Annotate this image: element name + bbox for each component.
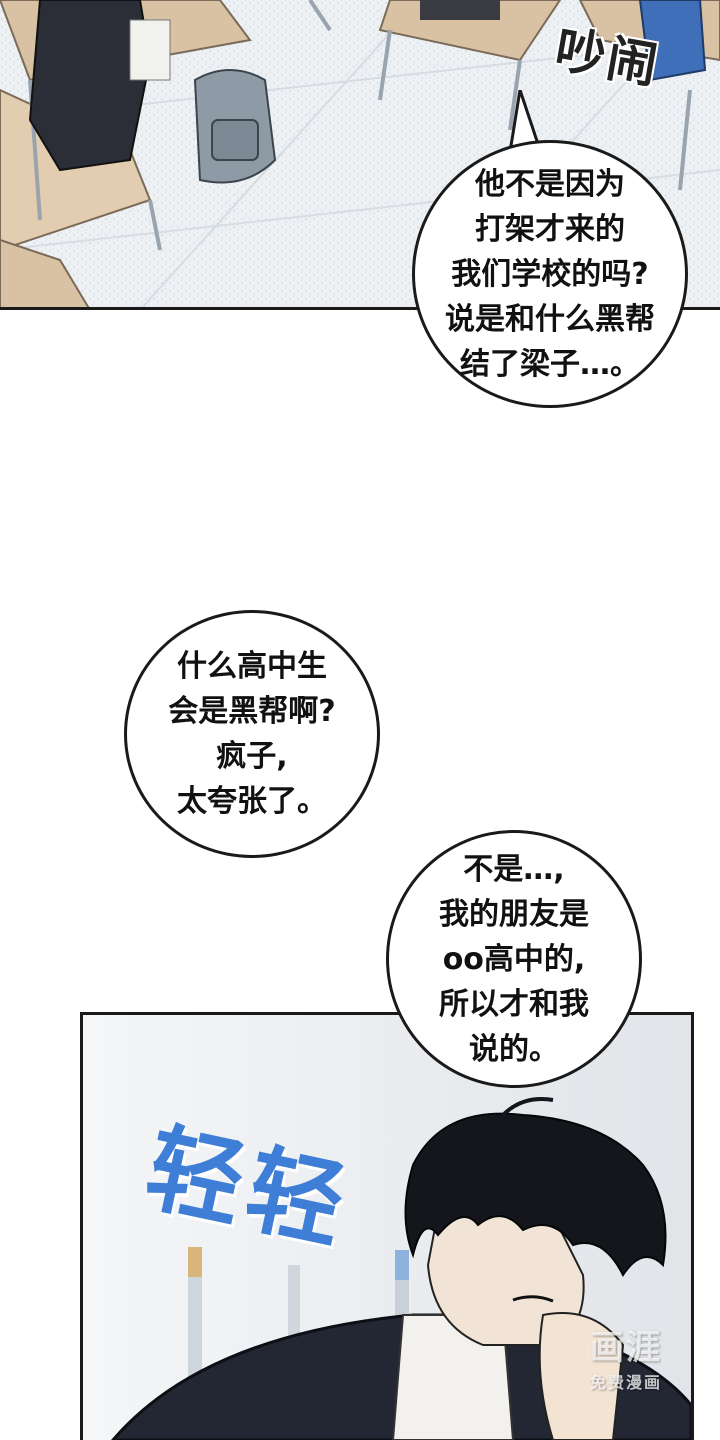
backpack <box>193 69 277 184</box>
character-panel <box>80 1012 694 1440</box>
desk-right <box>578 0 720 191</box>
watermark-logo: 画涯 免费漫画 <box>566 1320 686 1393</box>
speech-bubble-3: 不是…, 我的朋友是 oo高中的, 所以才和我 说的。 <box>386 830 642 1088</box>
desk-left <box>0 0 252 252</box>
dialogue-3: 不是…, 我的朋友是 oo高中的, 所以才和我 说的。 <box>439 851 589 1067</box>
desk-middle <box>308 0 562 131</box>
dialogue-2: 什么高中生 会是黑帮啊? 疯子, 太夸张了。 <box>168 649 336 819</box>
character-illustration <box>83 1015 691 1440</box>
dialogue-1: 他不是因为 打架才来的 我们学校的吗? 说是和什么黑帮 结了梁子…。 <box>445 166 655 382</box>
speech-bubble-2: 什么高中生 会是黑帮啊? 疯子, 太夸张了。 <box>124 610 380 858</box>
watermark-main-text: 画涯 <box>590 1328 662 1368</box>
speech-bubble-1: 他不是因为 打架才来的 我们学校的吗? 说是和什么黑帮 结了梁子…。 <box>412 140 688 408</box>
watermark-sub-text: 免费漫画 <box>589 1373 662 1392</box>
